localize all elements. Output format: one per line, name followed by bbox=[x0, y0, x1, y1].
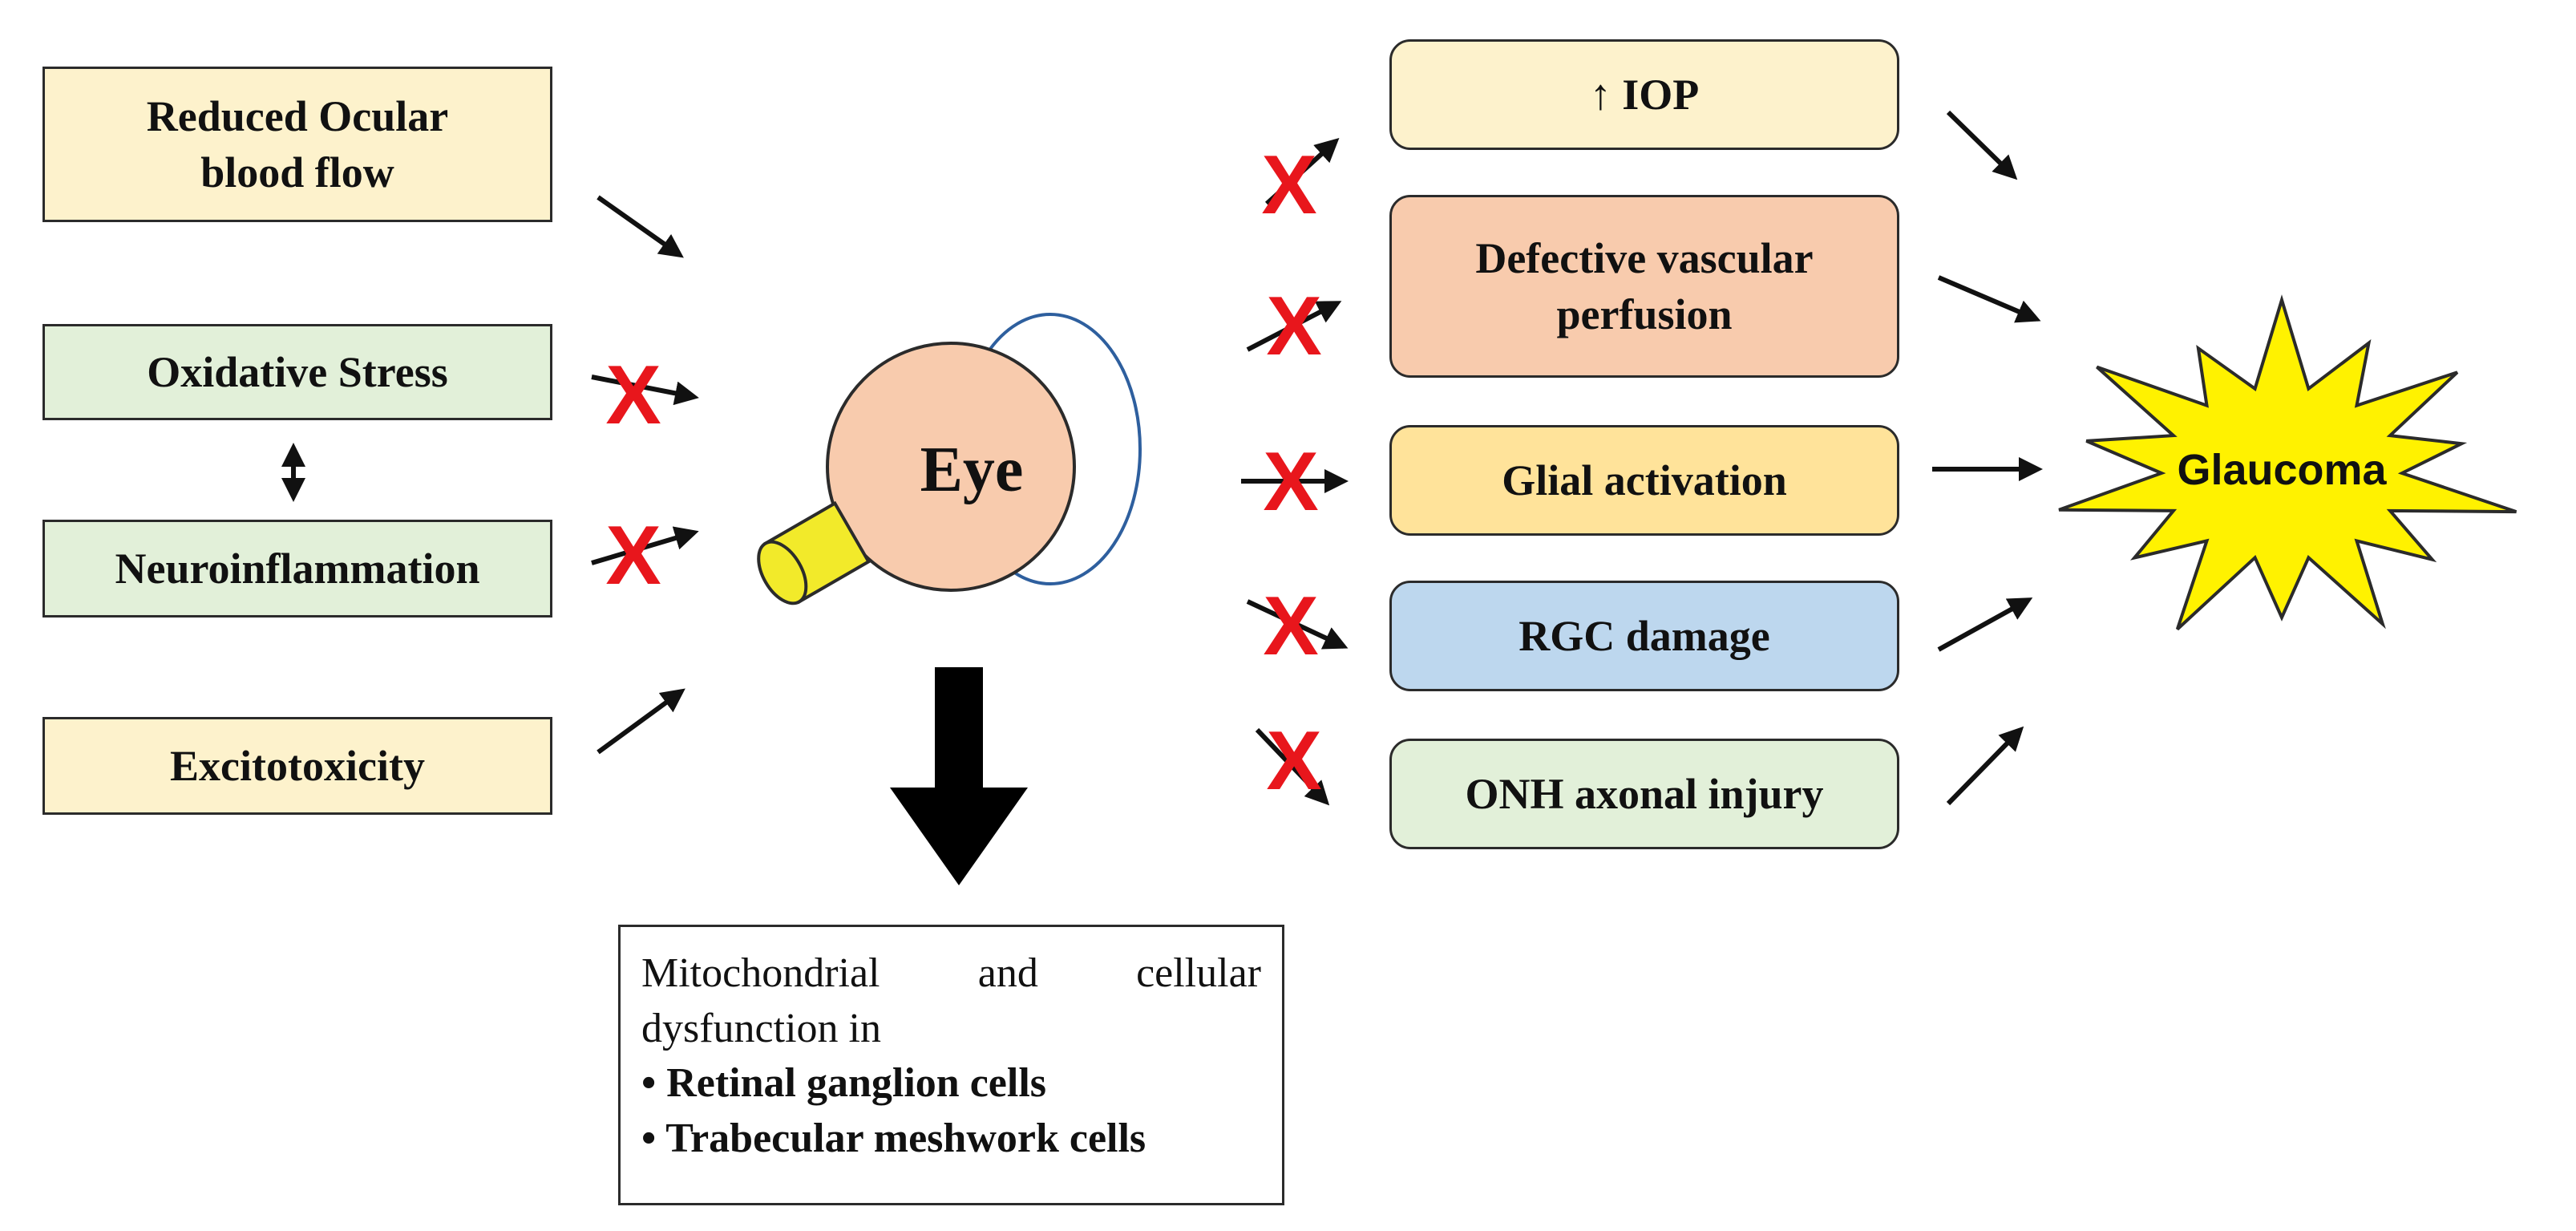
eye-label: Eye bbox=[920, 435, 1024, 505]
inhibition-x-vascular: X bbox=[1266, 280, 1321, 373]
inhibition-x-neuroinflammation: X bbox=[605, 509, 661, 602]
mito-bullet-item: • Trabecular meshwork cells bbox=[641, 1112, 1261, 1167]
arrow-iop-to-glaucoma bbox=[1946, 110, 2018, 180]
factor-label-line2: blood flow bbox=[200, 148, 394, 196]
bullet-glyph: • bbox=[641, 1115, 657, 1161]
outcome-defective-vascular-perfusion: Defective vascular perfusion bbox=[1389, 195, 1899, 378]
bullet-text: Trabecular meshwork cells bbox=[665, 1115, 1146, 1161]
inhibition-x-glial: X bbox=[1263, 435, 1318, 528]
optic-nerve bbox=[757, 500, 871, 605]
arrow-eye-to-onh bbox=[1255, 727, 1330, 806]
outcome-label: ONH axonal injury bbox=[1465, 769, 1824, 818]
inhibition-marks: X X X X X X X bbox=[605, 139, 1321, 808]
outcome-label: Glial activation bbox=[1502, 456, 1787, 504]
mito-bullet-item: • Retinal ganglion cells bbox=[641, 1056, 1261, 1112]
bullet-glyph: • bbox=[641, 1060, 657, 1107]
mito-word: Mitochondrial bbox=[641, 950, 880, 996]
arrow-blood-flow-to-eye bbox=[596, 195, 684, 258]
down-arrow bbox=[890, 667, 1028, 885]
factor-oxidative-stress: Oxidative Stress bbox=[42, 324, 552, 420]
mitochondrial-dysfunction-box: Mitochondrial and cellular dysfunction i… bbox=[618, 925, 1284, 1205]
factor-label: Oxidative Stress bbox=[147, 347, 448, 396]
eyeball bbox=[826, 342, 1076, 592]
arrow-eye-to-rgc bbox=[1246, 599, 1349, 650]
factor-label-line1: Reduced Ocular bbox=[146, 91, 449, 140]
arrow-excitotoxicity-to-eye bbox=[596, 688, 685, 755]
inhibition-x-rgc: X bbox=[1263, 580, 1318, 673]
inhibition-x-iop: X bbox=[1261, 139, 1316, 232]
outcome-rgc-damage: RGC damage bbox=[1389, 581, 1899, 691]
arrow-vascular-to-glaucoma bbox=[1937, 275, 2041, 323]
mito-line2: dysfunction in bbox=[641, 1005, 881, 1051]
arrow-neuroinflammation-to-eye bbox=[591, 526, 699, 565]
outcome-label: ↑ IOP bbox=[1589, 70, 1700, 119]
outcome-glial-activation: Glial activation bbox=[1389, 425, 1899, 536]
outcome-label-line2: perfusion bbox=[1556, 290, 1733, 338]
arrow-eye-to-iop bbox=[1264, 137, 1340, 206]
factor-neuroinflammation: Neuroinflammation bbox=[42, 520, 552, 618]
factor-label: Neuroinflammation bbox=[115, 544, 480, 593]
eye-graphic: Eye bbox=[757, 313, 1142, 605]
factor-excitotoxicity: Excitotoxicity bbox=[42, 717, 552, 815]
glaucoma-starburst: Glaucoma bbox=[2058, 294, 2517, 631]
glaucoma-label: Glaucoma bbox=[2177, 446, 2387, 494]
mito-line1: Mitochondrial and cellular bbox=[641, 946, 1261, 1002]
inhibition-x-oxidative: X bbox=[605, 349, 661, 442]
arrow-oxidative-to-eye bbox=[591, 375, 699, 406]
starburst-shape bbox=[2058, 294, 2517, 631]
arrow-onh-to-glaucoma bbox=[1946, 726, 2024, 806]
outcome-label-line1: Defective vascular bbox=[1475, 233, 1814, 282]
bullet-text: Retinal ganglion cells bbox=[666, 1060, 1047, 1107]
factor-label: Excitotoxicity bbox=[170, 741, 425, 790]
mito-word: and bbox=[977, 950, 1038, 996]
mito-word: cellular bbox=[1136, 950, 1261, 996]
inhibition-x-onh: X bbox=[1266, 715, 1321, 808]
arrow-rgc-to-glaucoma bbox=[1937, 597, 2033, 652]
factor-reduced-ocular-blood-flow: Reduced Ocular blood flow bbox=[42, 67, 552, 222]
outcome-label: RGC damage bbox=[1519, 611, 1770, 660]
arrow-eye-to-vascular bbox=[1246, 301, 1342, 352]
outcome-iop: ↑ IOP bbox=[1389, 39, 1899, 150]
outcome-onh-axonal-injury: ONH axonal injury bbox=[1389, 739, 1899, 849]
